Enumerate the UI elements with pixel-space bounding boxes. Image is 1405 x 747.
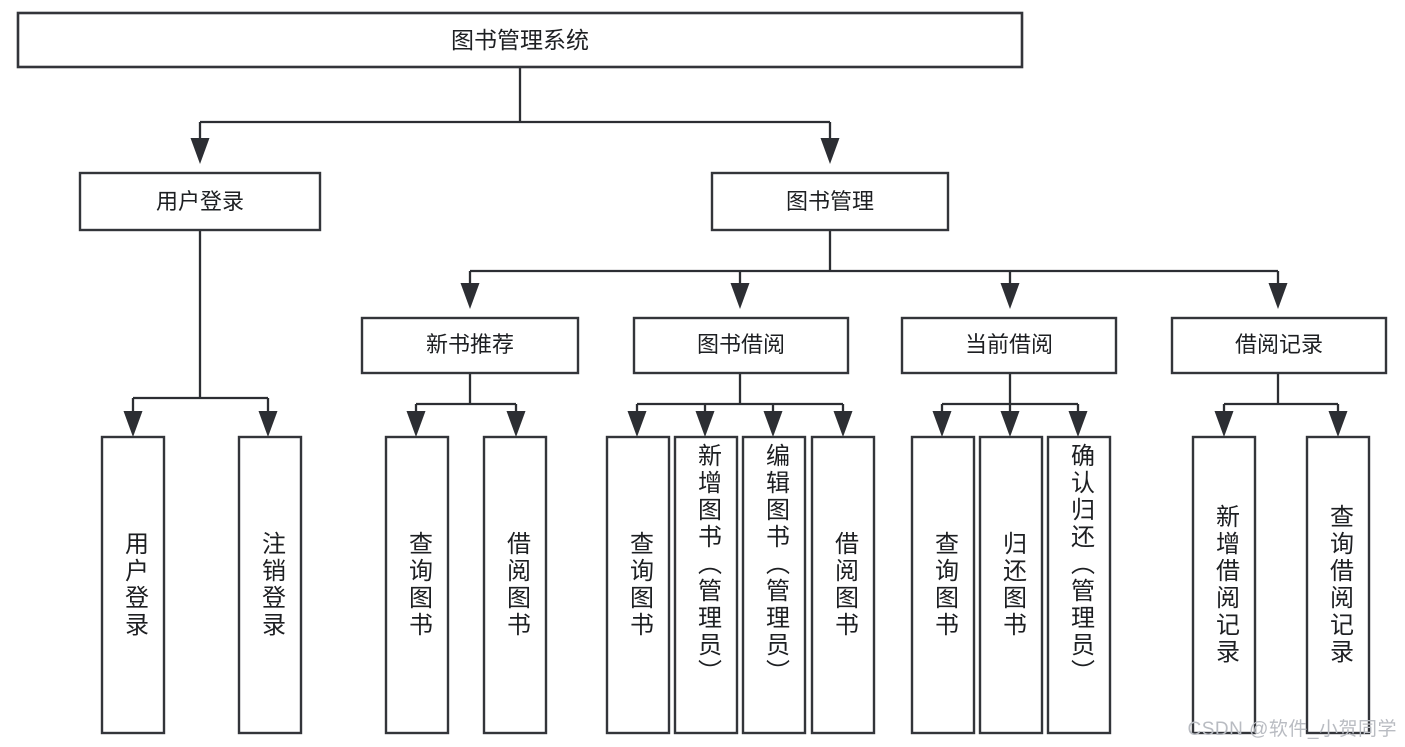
leaf-box-layer: [100, 435, 1371, 735]
arrowhead-leaf-logout-login: [258, 411, 278, 437]
node-root-book-management-system[interactable]: 图书管理系统: [16, 11, 1024, 69]
leaf-box-user-login[interactable]: [100, 435, 166, 735]
arrowhead-leaf-user-login: [123, 411, 143, 437]
watermark: CSDN @软件_小贺同学: [1187, 719, 1397, 740]
leaf-box-confirm-return-admin[interactable]: [1046, 435, 1112, 735]
arrowhead-leaf-query-book-b: [627, 411, 647, 437]
arrowhead-leaf-return-book: [1000, 411, 1020, 437]
arrowhead-book-borrow: [730, 283, 750, 309]
arrowhead-leaf-add-record: [1214, 411, 1234, 437]
arrowhead-current-borrow: [1000, 283, 1020, 309]
leaf-box-add-borrow-record[interactable]: [1191, 435, 1257, 735]
leaf-box-query-book-b[interactable]: [605, 435, 671, 735]
arrowhead-leaf-query-book-a: [406, 411, 426, 437]
node-book-borrow-label: 图书借阅: [697, 332, 785, 357]
leaf-box-return-book[interactable]: [978, 435, 1044, 735]
node-current-borrow[interactable]: 当前借阅: [900, 316, 1118, 375]
arrowhead-new-book-recommend: [460, 283, 480, 309]
arrowhead-leaf-confirm-return: [1068, 411, 1088, 437]
leaf-box-query-book-a[interactable]: [384, 435, 450, 735]
arrowhead-leaf-add-book: [695, 411, 715, 437]
node-user-login[interactable]: 用户登录: [78, 171, 322, 232]
leaf-box-borrow-book-b[interactable]: [810, 435, 876, 735]
leaf-box-query-book-c[interactable]: [910, 435, 976, 735]
leaf-box-logout-login[interactable]: [237, 435, 303, 735]
node-user-login-label: 用户登录: [156, 189, 244, 214]
node-book-borrow[interactable]: 图书借阅: [632, 316, 850, 375]
arrowhead-leaf-edit-book: [763, 411, 783, 437]
node-borrow-record-label: 借阅记录: [1235, 332, 1323, 357]
leaf-box-query-borrow-record[interactable]: [1305, 435, 1371, 735]
node-borrow-record[interactable]: 借阅记录: [1170, 316, 1388, 375]
arrowhead-borrow-record: [1268, 283, 1288, 309]
node-current-borrow-label: 当前借阅: [965, 332, 1053, 357]
node-root-label: 图书管理系统: [451, 27, 589, 53]
leaf-box-add-book-admin[interactable]: [673, 435, 739, 735]
leaf-box-edit-book-admin[interactable]: [741, 435, 807, 735]
arrowhead-leaf-query-record: [1328, 411, 1348, 437]
arrowhead-leaf-query-book-c: [932, 411, 952, 437]
arrowhead-leaf-borrow-book-a: [506, 411, 526, 437]
arrowhead-leaf-borrow-book-b: [833, 411, 853, 437]
arrowhead-book-manage: [820, 138, 840, 164]
node-new-book-recommend[interactable]: 新书推荐: [360, 316, 580, 375]
leaf-box-borrow-book-a[interactable]: [482, 435, 548, 735]
node-book-management[interactable]: 图书管理: [710, 171, 950, 232]
node-book-management-label: 图书管理: [786, 189, 874, 214]
node-new-book-recommend-label: 新书推荐: [426, 332, 514, 357]
arrowhead-user-login: [190, 138, 210, 164]
connector-layer: [123, 67, 1348, 437]
